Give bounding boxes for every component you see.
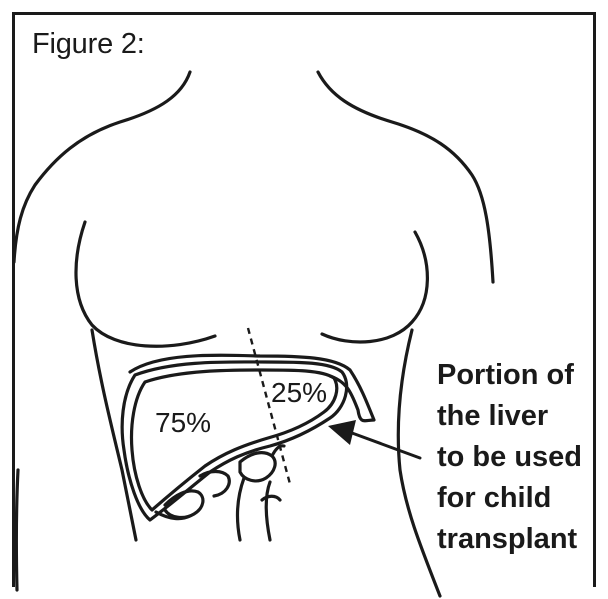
hepatic-vessel — [272, 446, 284, 456]
left-waist-outline — [92, 330, 136, 540]
portion-caption: Portion of the liver to be used for chil… — [437, 355, 582, 560]
caption-line: transplant — [437, 519, 582, 560]
bile-duct-left — [237, 478, 244, 540]
pointer-arrow — [328, 420, 420, 458]
left-hip-outline — [16, 470, 18, 590]
gallbladder-outline — [240, 453, 275, 481]
bile-duct-right — [266, 482, 270, 540]
right-breast-outline — [322, 232, 427, 342]
right-portion-label: 25% — [271, 377, 327, 408]
liver-lobe-detail-2 — [200, 472, 229, 497]
caption-line: the liver — [437, 396, 582, 437]
caption-line: Portion of — [437, 355, 582, 396]
left-breast-outline — [76, 222, 215, 346]
left-portion-label: 75% — [155, 407, 211, 438]
caption-line: for child — [437, 478, 582, 519]
right-waist-outline — [398, 330, 440, 596]
caption-line: to be used — [437, 437, 582, 478]
vessel-branch — [262, 496, 280, 500]
right-shoulder-outline — [318, 72, 493, 282]
pointer-arrow-shaft — [352, 433, 420, 458]
pointer-arrowhead — [328, 420, 356, 445]
left-shoulder-outline — [14, 72, 190, 262]
